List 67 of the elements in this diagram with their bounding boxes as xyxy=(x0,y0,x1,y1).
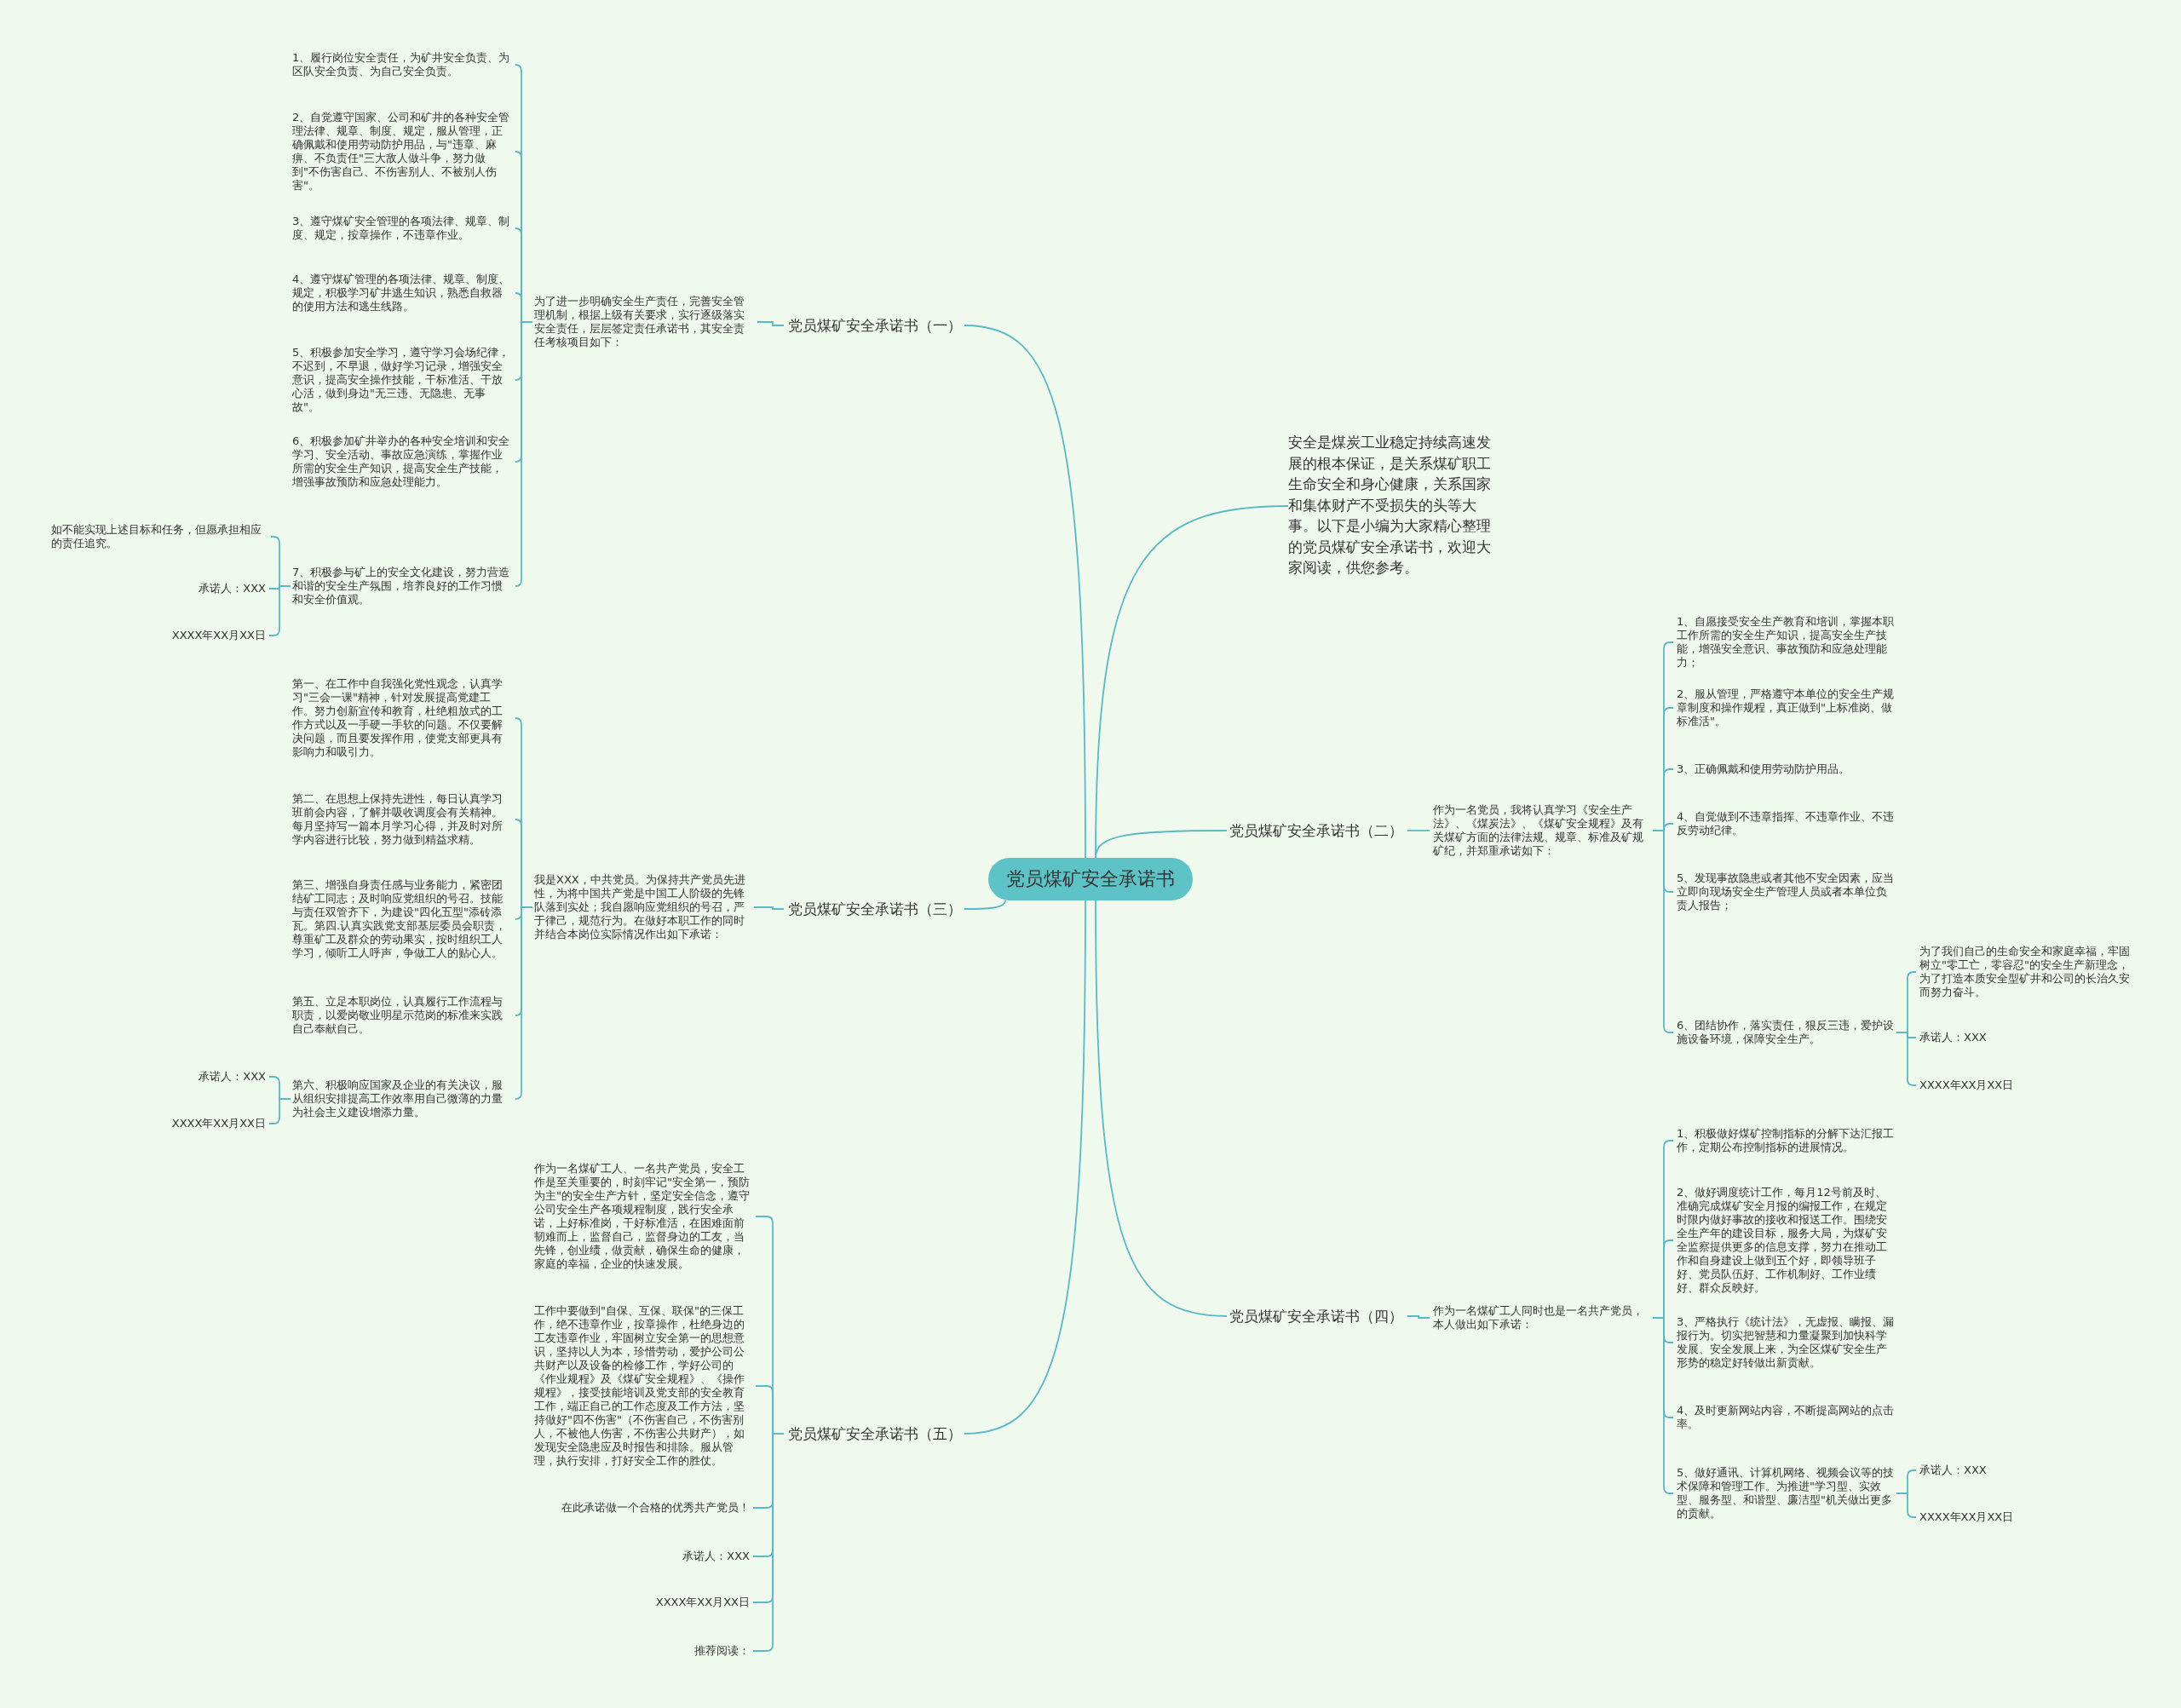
connector-line xyxy=(1407,1315,1430,1319)
topic-text: 第二、在思想上保持先进性，每日认真学习班前会内容，了解并吸收调度会有关精神。每月坚持写一篇本月学习心得，并及时对所学内容进行比较，努力做到精益求精。 xyxy=(292,792,512,847)
topic-text: 1、履行岗位安全责任，为矿井安全负责、为区队安全负责、为自己安全负责。 xyxy=(292,51,512,78)
topic-text: 6、团结协作，落实责任，狠反三违，爱护设施设备环境，保障安全生产。 xyxy=(1677,1019,1895,1046)
topic-text: 承诺人：XXX xyxy=(682,1550,750,1563)
connector-line xyxy=(1652,830,1674,1033)
topic-text: 作为一名煤矿工人同时也是一名共产党员，本人做出如下承诺： xyxy=(1433,1304,1651,1331)
topic-text: 1、积极做好煤矿控制指标的分解下达汇报工作，定期公布控制指标的进展情况。 xyxy=(1677,1127,1895,1154)
topic-text: 3、正确佩戴和使用劳动防护用品。 xyxy=(1677,762,1895,776)
topic-text: 5、积极参加安全学习，遵守学习会场纪律，不迟到，不早退，做好学习记录，增强安全意识，提高安全操作技能，干标准活、干放心活，做到身边"无三违、无隐患、无事故"。 xyxy=(292,346,512,414)
connector-line xyxy=(757,321,785,326)
branch-topic: 党员煤矿安全承诺书（二） xyxy=(1227,821,1406,840)
topic-text: 为了我们自己的生命安全和家庭幸福，牢固树立"零工亡，零容忍"的安全生产新理念，为了打造本质安全型矿井和公司的长治久安而努力奋斗。 xyxy=(1919,945,2139,999)
topic-text: 在此承诺做一个合格的优秀共产党员！ xyxy=(561,1501,750,1515)
topic-text: 3、遵守煤矿安全管理的各项法律、规章、制度、规定，按章操作，不违章作业。 xyxy=(292,215,512,242)
connector-line xyxy=(1896,1492,1917,1518)
topic-text: 第六、积极响应国家及企业的有关决议，服从组织安排提高工作效率用自己微薄的力量为社会主义建设增添力量。 xyxy=(292,1078,512,1119)
topic-text: 1、自愿接受安全生产教育和培训，掌握本职工作所需的安全生产知识，提高安全生产技能，增强安全意识、事故预防和应急处理能力； xyxy=(1677,615,1895,670)
connector-line xyxy=(1652,1317,1674,1494)
connector-line xyxy=(964,900,1086,1435)
topic-text: 5、做好通讯、计算机网络、视频会议等的技术保障和管理工作。为推进"学习型、实效型、服务型、和谐型、廉洁型"机关做出更多的贡献。 xyxy=(1677,1466,1895,1521)
topic-text: XXXX年XX月XX日 xyxy=(655,1596,750,1609)
topic-text: 6、积极参加矿井举办的各种安全培训和安全学习、安全活动、事故应急演练，掌握作业所需的安全生产知识，提高安全生产技能，增强事故预防和应急处理能力。 xyxy=(292,434,512,489)
topic-text: XXXX年XX月XX日 xyxy=(1919,1078,2014,1092)
topic-text: 4、遵守煤矿管理的各项法律、规章、制度、规定，积极学习矿井逃生知识，熟悉自救器的使用方法和逃生线路。 xyxy=(292,273,512,313)
topic-text: 承诺人：XXX xyxy=(199,582,266,595)
topic-text: XXXX年XX月XX日 xyxy=(171,629,266,642)
topic-text: 第三、增强自身责任感与业务能力，紧密团结矿工同志；及时响应党组织的号召。技能与责任双管齐下，为建设"四化五型"添砖添瓦。第四.认真实践党支部基层委员会职责，尊重矿工及群众的劳动果实，按时组织工人学习，倾听工人呼声，争做工人的贴心人。 xyxy=(292,878,512,960)
topic-text: 如不能实现上述目标和任务，但愿承担相应的责任追究。 xyxy=(51,523,268,550)
connector-line xyxy=(753,906,785,910)
connector-line xyxy=(964,325,1086,859)
connector-line xyxy=(1095,830,1228,859)
connector-line xyxy=(515,906,533,1100)
connector-line xyxy=(964,900,1006,910)
topic-text: 7、积极参与矿上的安全文化建设，努力营造和谐的安全生产氛围，培养良好的工作习惯和安全价值观。 xyxy=(292,566,512,607)
connector-line xyxy=(1896,1032,1917,1086)
topic-text: 为了进一步明确安全生产责任，完善安全管理机制，根据上级有关要求，实行逐级落实安全责任，层层签定责任承诺书，其安全责任考核项目如下： xyxy=(534,295,754,349)
topic-text: 我是XXX，中共党员。为保持共产党员先进性，为将中国共产党是中国工人阶级的先锋队落到实处；我自愿响应党组织的号召，严于律己，规范行为。在做好本职工作的同时并结合本岗位实际情况作出如下承诺： xyxy=(534,873,751,941)
central-topic: 党员煤矿安全承诺书 xyxy=(988,858,1193,900)
branch-topic: 党员煤矿安全承诺书（四） xyxy=(1227,1307,1406,1326)
topic-text: 第一、在工作中自我强化党性观念，认真学习"三会一课"精神，针对发展提高党建工作。努力创新宣传和教育，杜绝粗放式的工作方式以及一手硬一手软的问题。不仅要解决问题，而且要发挥作用，使党支部更具有影响力和吸引力。 xyxy=(292,677,512,759)
connector-line xyxy=(268,585,291,636)
connector-line xyxy=(1407,830,1430,831)
topic-text: 推荐阅读： xyxy=(694,1644,750,1658)
connector-line xyxy=(268,1098,291,1124)
topic-text: 作为一名党员，我将认真学习《安全生产法》、《煤炭法》、《煤矿安全规程》及有关煤矿方面的法律法规、规章、标准及矿规矿纪，并郑重承诺如下： xyxy=(1433,803,1651,858)
topic-text: 2、自觉遵守国家、公司和矿井的各种安全管理法律、规章、制度、规定，服从管理，正确佩戴和使用劳动防护用品，与"违章、麻痹、不负责任"三大敌人做斗争，努力做到"不伤害自己、不伤害别人、不被别人伤害"。 xyxy=(292,111,512,193)
topic-text: 承诺人：XXX xyxy=(199,1070,266,1084)
topic-text: 第五、立足本职岗位，认真履行工作流程与职责，以爱岗敬业明星示范岗的标准来实践自己奉献自己。 xyxy=(292,995,512,1036)
connector-line xyxy=(515,321,533,587)
topic-text: 工作中要做到"自保、互保、联保"的三保工作，绝不违章作业，按章操作，杜绝身边的工友违章作业，牢固树立安全第一的思想意识，坚持以人为本，珍惜劳动，爱护公司公共财产以及设备的检修工作，学好公司的《作业规程》及《煤矿安全规程》、《操作规程》，接受技能培训及党支部的安全教育工作，端正自己的工作态度及工作方法，坚持做好"四不伤害"（不伤害自己，不伤害别人，不被他人伤害，不伤害公共财产），如发现安全隐患应及时报告和排除。服从管理，执行安排，打好安全工作的胜仗。 xyxy=(534,1304,752,1468)
connector-line xyxy=(1095,900,1228,1317)
topic-text: 4、自觉做到不违章指挥、不违章作业、不违反劳动纪律。 xyxy=(1677,810,1895,837)
topic-text: 5、发现事故隐患或者其他不安全因素，应当立即向现场安全生产管理人员或者本单位负责人报告； xyxy=(1677,871,1895,912)
topic-text: XXXX年XX月XX日 xyxy=(171,1117,266,1130)
topic-text: 2、做好调度统计工作，每月12号前及时、准确完成煤矿安全月报的编报工作，在规定时限内做好事故的接收和报送工作。围绕安全生产年的建设目标，服务大局，为煤矿安全监察提供更多的信息支撑，努力在推动工作和自身建设上做到五个好，即领导班子好、党员队伍好、工作机制好、工作业绩好、群众反映好。 xyxy=(1677,1186,1895,1295)
topic-text: 承诺人：XXX xyxy=(1919,1031,1987,1044)
topic-text: 3、严格执行《统计法》，无虚报、瞒报、漏报行为。切实把智慧和力量凝聚到加快科学发展、安全发展上来，为全区煤矿安全生产形势的稳定好转做出新贡献。 xyxy=(1677,1315,1895,1370)
branch-topic: 党员煤矿安全承诺书（三） xyxy=(786,900,964,918)
intro-text: 安全是煤炭工业稳定持续高速发展的根本保证，是关系煤矿职工生命安全和身心健康，关系国家和集体财产不受损失的头等大事。以下是小编为大家精心整理的党员煤矿安全承诺书，欢迎大家阅读，供您参考。 xyxy=(1288,433,1501,579)
topic-text: 2、服从管理，严格遵守本单位的安全生产规章制度和操作规程，真正做到"上标准岗、做标准活"。 xyxy=(1677,687,1895,728)
topic-text: 作为一名煤矿工人、一名共产党员，安全工作是至关重要的，时刻牢记"安全第一，预防为主"的安全生产方针，坚定安全信念，遵守公司安全生产各项规程制度，践行安全承诺，上好标准岗，干好标准活，在困难面前韧难而上，监督自己，监督身边的工友，当先锋，创业绩，做贡献，确保生命的健康，家庭的幸福，企业的快速发展。 xyxy=(534,1162,752,1271)
topic-text: 4、及时更新网站内容，不断提高网站的点击率。 xyxy=(1677,1404,1895,1431)
topic-text: 承诺人：XXX xyxy=(1919,1464,1987,1477)
topic-text: XXXX年XX月XX日 xyxy=(1919,1510,2014,1524)
branch-topic: 党员煤矿安全承诺书（一） xyxy=(786,316,964,335)
branch-topic: 党员煤矿安全承诺书（五） xyxy=(786,1424,964,1443)
